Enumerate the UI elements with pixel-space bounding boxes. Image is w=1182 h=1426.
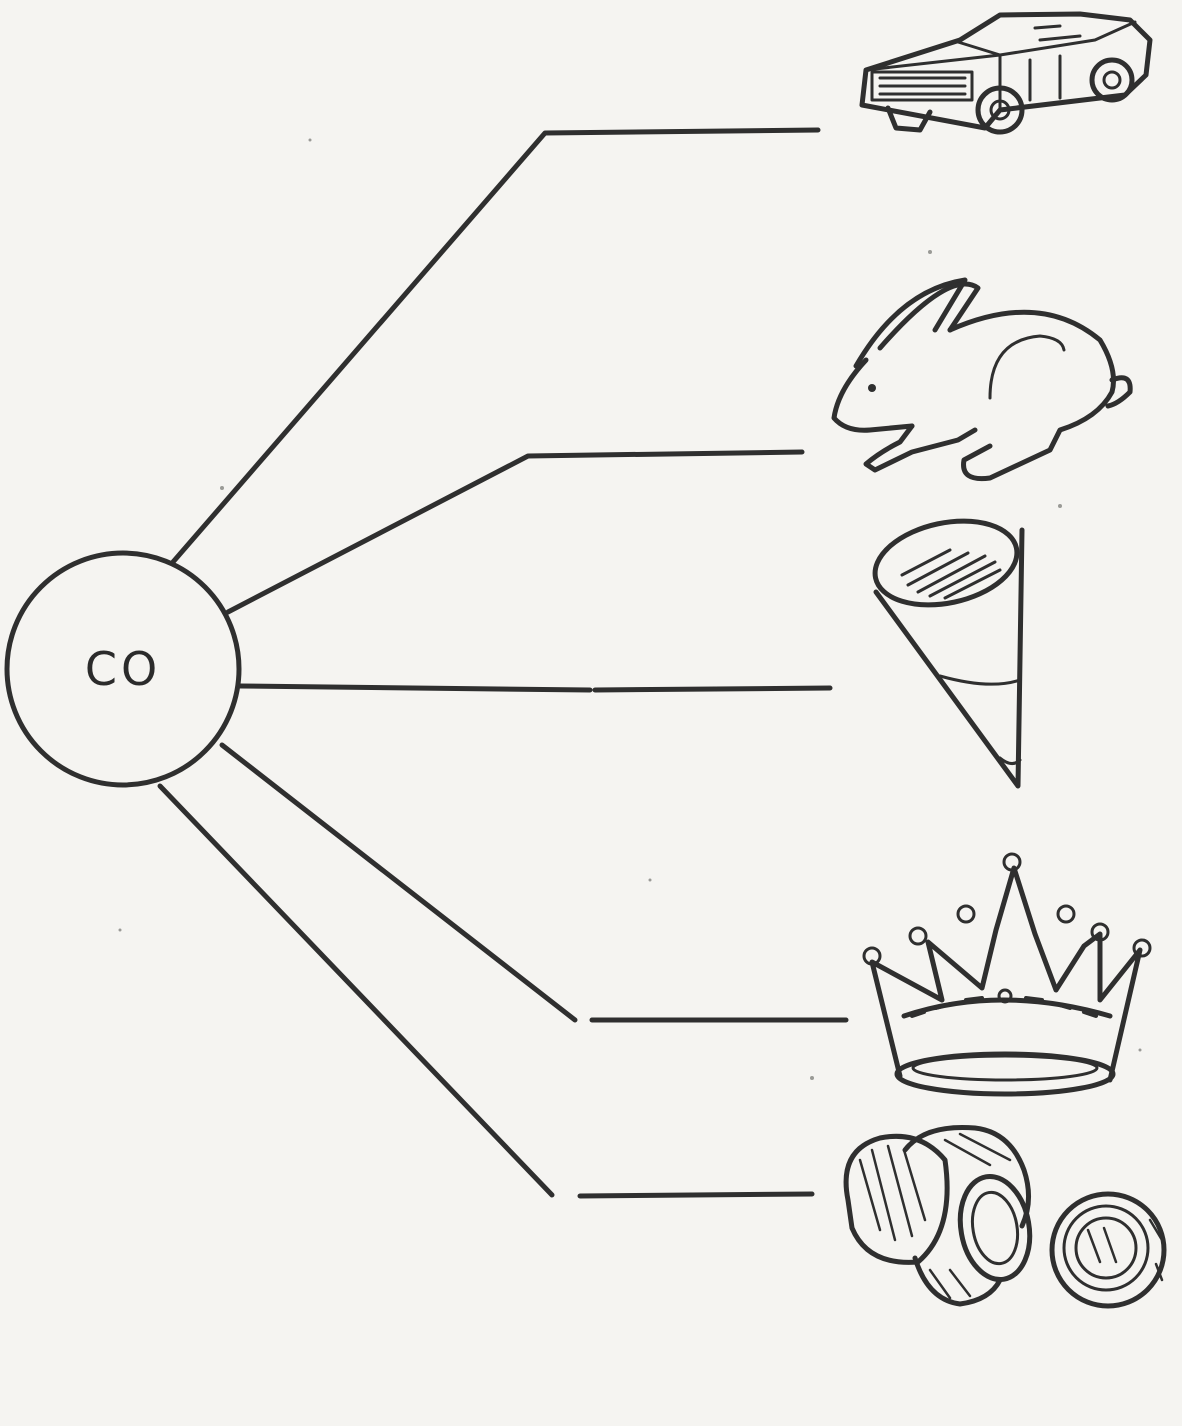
car-icon	[862, 14, 1150, 132]
connector-line-car[interactable]	[173, 130, 818, 562]
connector-line-crown-left[interactable]	[222, 745, 575, 1020]
connector-line-coconut-right[interactable]	[580, 1194, 812, 1196]
syllable-node: CO	[7, 553, 239, 785]
connector-line-cone-right[interactable]	[595, 688, 830, 690]
crown-icon	[864, 854, 1150, 1094]
connector-lines	[160, 130, 846, 1196]
connector-line-rabbit[interactable]	[228, 452, 802, 612]
rabbit-icon	[834, 280, 1130, 479]
syllable-label: CO	[85, 642, 161, 696]
connector-line-cone-left[interactable]	[240, 686, 590, 690]
coconut-icon	[846, 1127, 1164, 1306]
cone-icon	[867, 509, 1024, 786]
paper-specks	[119, 139, 1142, 1081]
